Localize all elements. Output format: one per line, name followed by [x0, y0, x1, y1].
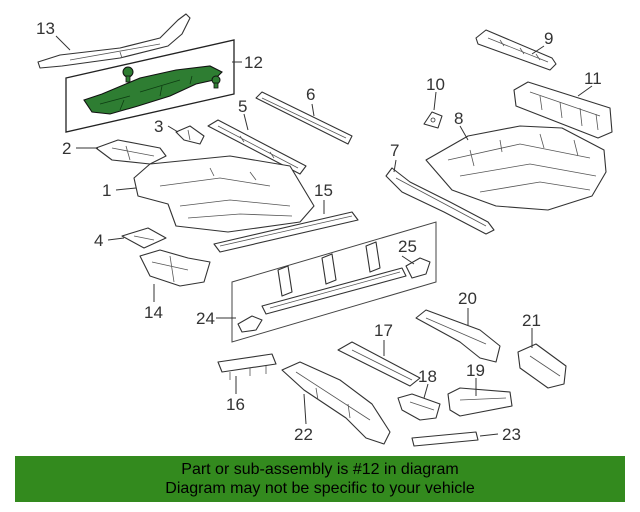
callout-9: 9 — [544, 29, 553, 48]
callout-19: 19 — [466, 361, 485, 380]
part-2 — [95, 139, 167, 165]
callout-2: 2 — [62, 139, 71, 158]
part-14 — [139, 249, 211, 287]
info-banner: Part or sub-assembly is #12 in diagram D… — [15, 456, 625, 502]
callout-8: 8 — [454, 109, 463, 128]
callout-labels: 13 12 9 10 11 6 5 3 2 1 7 8 15 4 25 14 2… — [36, 19, 602, 444]
part-7 — [385, 167, 495, 235]
callout-1: 1 — [102, 181, 111, 200]
part-8 — [425, 125, 607, 211]
banner-line-2: Diagram may not be specific to your vehi… — [165, 480, 475, 497]
callout-12: 12 — [244, 53, 263, 72]
callout-6: 6 — [306, 85, 315, 104]
callout-18: 18 — [418, 367, 437, 386]
callout-22: 22 — [294, 425, 313, 444]
part-16 — [217, 353, 277, 380]
part-1 — [133, 155, 315, 233]
part-9 — [475, 29, 557, 71]
callout-11: 11 — [584, 69, 602, 88]
part-19 — [447, 387, 513, 417]
part-13 — [37, 13, 191, 69]
part-22 — [281, 361, 391, 445]
part-24-box — [231, 221, 437, 343]
callout-20: 20 — [458, 289, 477, 308]
callout-14: 14 — [144, 303, 163, 322]
callout-15: 15 — [314, 181, 333, 200]
callout-25: 25 — [398, 237, 417, 256]
part-3 — [175, 125, 205, 145]
callout-23: 23 — [502, 425, 521, 444]
callout-16: 16 — [226, 395, 245, 414]
part-6 — [255, 91, 353, 145]
banner-line-1: Part or sub-assembly is #12 in diagram — [181, 461, 459, 478]
parts-diagram: 13 12 9 10 11 6 5 3 2 1 7 8 15 4 25 14 2… — [36, 13, 613, 447]
callout-7: 7 — [390, 141, 399, 160]
part-20 — [415, 309, 501, 363]
part-11 — [513, 81, 613, 139]
leader-lines — [55, 35, 593, 437]
part-15 — [213, 211, 359, 253]
part-23 — [411, 431, 479, 447]
part-21 — [517, 343, 567, 389]
part-18 — [397, 393, 441, 421]
part-12-box — [65, 39, 235, 133]
part-10 — [423, 111, 443, 129]
callout-5: 5 — [238, 97, 247, 116]
callout-21: 21 — [522, 311, 541, 330]
part-5 — [207, 119, 307, 175]
clip-icon — [122, 66, 134, 78]
part-17 — [337, 341, 421, 387]
callout-10: 10 — [426, 75, 445, 94]
callout-13: 13 — [36, 19, 55, 38]
callout-17: 17 — [374, 321, 393, 340]
callout-3: 3 — [154, 117, 163, 136]
callout-4: 4 — [94, 231, 103, 250]
part-4 — [121, 227, 167, 249]
callout-24: 24 — [196, 309, 215, 328]
